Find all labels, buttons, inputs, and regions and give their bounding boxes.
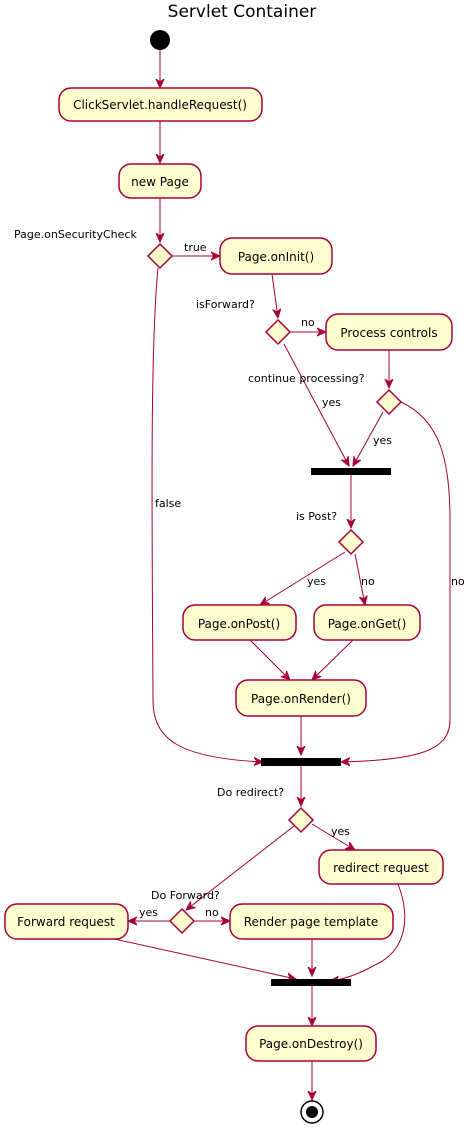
node-process-controls: Process controls	[325, 313, 453, 351]
decision-do-redirect	[287, 806, 315, 834]
node-on-destroy-label: Page.onDestroy()	[259, 1037, 363, 1051]
decision-security-check-label: Page.onSecurityCheck	[14, 228, 137, 241]
node-render-template: Render page template	[229, 903, 394, 940]
diagram-title: Servlet Container	[168, 2, 317, 22]
join-bar-2	[261, 758, 341, 766]
edge-label-post-yes: yes	[307, 575, 326, 588]
start-node	[150, 30, 170, 50]
edge-label-redirect-yes: yes	[331, 825, 350, 838]
edge-oninit-to-isforward	[271, 273, 278, 318]
edges	[109, 50, 451, 1100]
edge-label-continue-no: no	[451, 575, 465, 588]
decision-is-forward-label: isForward?	[196, 298, 255, 311]
decision-is-post	[337, 528, 365, 556]
node-on-post-label: Page.onPost()	[198, 617, 280, 631]
edge-label-post-no: no	[361, 575, 375, 588]
edge-label-security-false: false	[155, 497, 181, 510]
edge-redirect-to-bar3	[330, 883, 406, 981]
edge-label-continue-yes: yes	[373, 434, 392, 447]
node-on-init-label: Page.onInit()	[238, 250, 314, 264]
edge-doredirect-no	[186, 825, 295, 910]
node-forward-request: Forward request	[4, 903, 129, 940]
edge-label-forward-no: no	[301, 316, 315, 329]
node-render-template-label: Render page template	[244, 915, 379, 929]
edge-ispost-yes	[260, 551, 346, 605]
node-new-page-label: new Page	[131, 175, 189, 189]
node-on-destroy: Page.onDestroy()	[245, 1025, 377, 1062]
edge-isforward-yes	[283, 343, 349, 466]
node-on-post: Page.onPost()	[182, 604, 297, 641]
node-new-page: new Page	[118, 163, 202, 199]
node-process-controls-label: Process controls	[340, 326, 437, 340]
decision-continue-processing	[375, 388, 403, 416]
join-bar-1	[311, 468, 391, 475]
edge-ispost-no	[354, 553, 365, 605]
node-on-get-label: Page.onGet()	[328, 617, 407, 631]
node-redirect-request: redirect request	[318, 849, 444, 885]
end-node	[300, 1100, 324, 1124]
decision-security-check	[146, 242, 174, 270]
edge-onpost-to-onrender	[249, 639, 290, 680]
edge-label-do-forward-no: no	[205, 906, 219, 919]
node-on-init: Page.onInit()	[219, 237, 333, 275]
decision-continue-processing-label: continue processing?	[248, 372, 365, 385]
decision-do-redirect-label: Do redirect?	[217, 786, 284, 799]
decision-do-forward	[168, 907, 196, 935]
edge-continue-yes	[353, 411, 384, 466]
decision-is-forward	[264, 318, 292, 346]
node-forward-request-label: Forward request	[17, 915, 115, 929]
node-handle-request: ClickServlet.handleRequest()	[58, 87, 263, 122]
edge-continue-no	[341, 401, 451, 762]
node-handle-request-label: ClickServlet.handleRequest()	[73, 98, 247, 112]
edge-label-do-forward-yes: yes	[139, 906, 158, 919]
decision-is-post-label: is Post?	[296, 510, 337, 523]
decision-do-forward-label: Do Forward?	[151, 889, 220, 902]
join-bar-3	[271, 979, 351, 986]
edge-security-false	[151, 267, 263, 762]
node-redirect-request-label: redirect request	[333, 861, 429, 875]
edge-doredirect-yes	[311, 823, 355, 850]
node-on-render-label: Page.onRender()	[251, 692, 351, 706]
node-on-render: Page.onRender()	[235, 679, 367, 717]
edge-forward-to-bar3	[109, 937, 296, 979]
edge-label-forward-yes: yes	[322, 396, 341, 409]
edge-label-security-true: true	[184, 241, 207, 254]
node-on-get: Page.onGet()	[313, 604, 421, 641]
edge-onget-to-onrender	[312, 639, 354, 680]
